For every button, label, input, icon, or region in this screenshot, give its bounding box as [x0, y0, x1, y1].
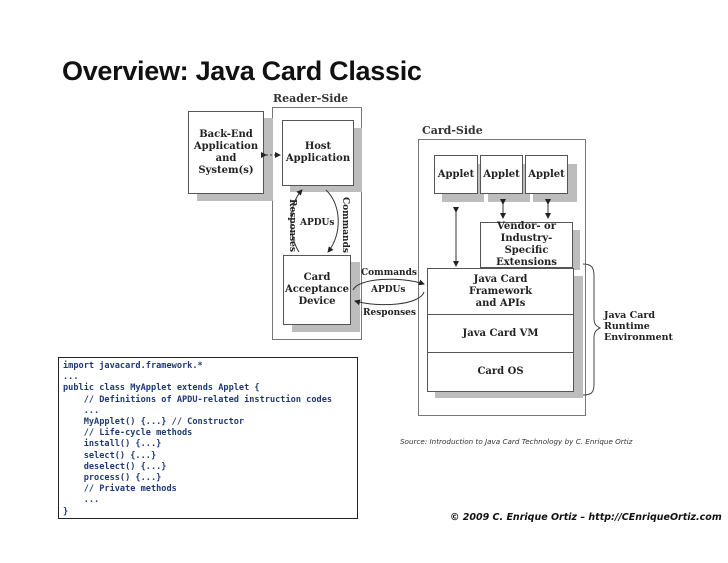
applet-label: Applet [483, 168, 520, 180]
code-line: ... [83, 405, 100, 416]
runtime-brace-icon [582, 263, 602, 396]
code-line: install() {...} [83, 439, 162, 450]
applet-box-3: Applet [525, 155, 568, 194]
host-application-label: Host Application [285, 141, 351, 164]
source-citation: Source: Introduction to Java Card Techno… [400, 437, 633, 446]
code-sample: import javacard.framework.* ... public c… [58, 357, 358, 519]
card-side-title: Card-Side [422, 124, 483, 137]
link-commands-label: Commands [361, 268, 417, 278]
applet-box-2: Applet [480, 155, 523, 194]
code-line: // Definitions of APDU-related instructi… [83, 394, 333, 405]
reader-apdus-label: APDUs [300, 218, 335, 228]
os-box: Card OS [427, 352, 574, 392]
code-line: ... [63, 372, 79, 383]
applet-label: Applet [437, 168, 475, 180]
code-text: import javacard.framework.* ... public c… [63, 361, 353, 518]
framework-label: Java Card Framework and APIs [468, 273, 533, 309]
framework-box: Java Card Framework and APIs [427, 268, 574, 315]
slide-title: Overview: Java Card Classic [62, 56, 422, 86]
code-line: import javacard.framework.* [63, 361, 203, 371]
code-line: process() {...} [83, 473, 162, 484]
code-line: // Private methods [83, 484, 177, 495]
copyright-footer: © 2009 C. Enrique Ortiz – http://CEnriqu… [450, 512, 722, 523]
code-line: deselect() {...} [83, 461, 167, 472]
vm-label: Java Card VM [462, 327, 539, 339]
runtime-environment-label: Java Card Runtime Environment [604, 310, 673, 343]
applet-label: Applet [528, 168, 565, 180]
backend-label: Back-End Application and System(s) [193, 128, 259, 176]
code-line: ... [83, 495, 100, 506]
link-apdus-label: APDUs [371, 285, 406, 295]
reader-commands-arrow [325, 189, 339, 253]
extensions-label: Vendor- or Industry-Specific Extensions [496, 221, 557, 268]
reader-responses-arrow [290, 189, 303, 253]
host-application-box: Host Application [282, 120, 354, 186]
extensions-box: Vendor- or Industry-Specific Extensions [480, 221, 573, 268]
code-line: } [63, 506, 69, 517]
reader-side-frame [272, 107, 362, 340]
card-acceptance-device-box: Card Acceptance Device [283, 255, 351, 325]
card-side-frame [418, 139, 586, 416]
link-responses-label: Responses [363, 308, 416, 318]
vm-box: Java Card VM [427, 314, 574, 353]
code-line: select() {...} [83, 450, 157, 461]
code-line: MyApplet() {...} // Constructor [83, 417, 245, 428]
card-acceptance-device-label: Card Acceptance Device [284, 272, 350, 307]
code-line: // Life-cycle methods [83, 428, 193, 439]
os-label: Card OS [477, 366, 524, 377]
reader-side-title: Reader-Side [273, 92, 349, 105]
code-line: public class MyApplet extends Applet { [63, 383, 260, 394]
link-responses-arrow [354, 291, 425, 306]
link-commands-arrow [352, 278, 425, 291]
applet-box-1: Applet [434, 155, 478, 194]
